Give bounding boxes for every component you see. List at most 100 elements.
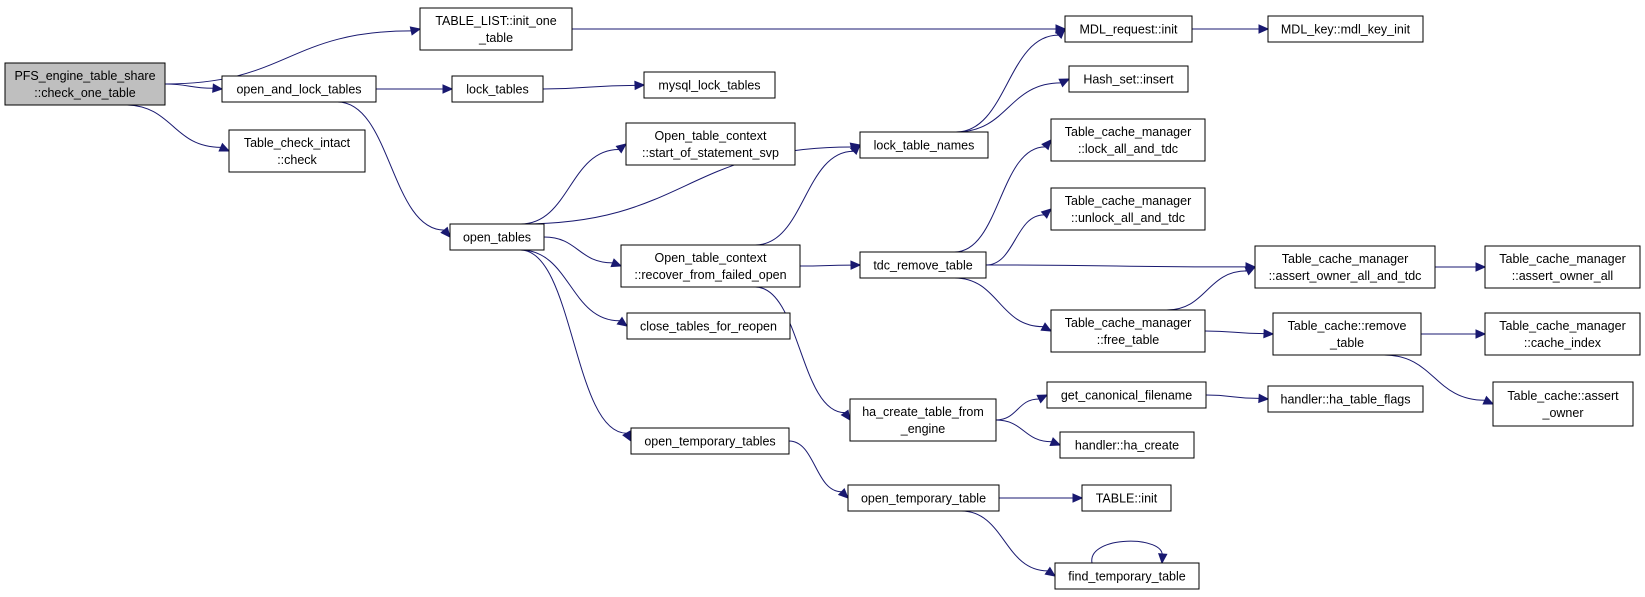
edge-open-temporary-table-to-find-temporary-table xyxy=(961,510,1048,572)
edge-recover-from-failed-open-to-ha-create-table-from-engine xyxy=(755,286,845,414)
edge-tdc-remove-table-to-lock-all-and-tdc xyxy=(954,146,1046,253)
node-ha-create-table-from-engine[interactable]: ha_create_table_from_engine xyxy=(849,398,997,442)
node-box xyxy=(625,122,796,166)
node-box xyxy=(626,312,791,340)
edge-open-tables-to-start-of-statement-svp-arrowhead xyxy=(615,143,627,154)
node-lock-table-names[interactable]: lock_table_names xyxy=(859,131,989,159)
node-label: MDL_key::mdl_key_init xyxy=(1281,23,1411,37)
node-box xyxy=(1081,484,1172,512)
node-box xyxy=(849,398,997,442)
node-find-temporary-table[interactable]: find_temporary_table xyxy=(1054,562,1200,590)
edge-open-tables-to-close-tables-for-reopen xyxy=(520,249,620,322)
node-cache-index[interactable]: Table_cache_manager::cache_index xyxy=(1484,312,1641,356)
node-label: _table xyxy=(1329,336,1364,350)
edge-cache-remove-table-to-cache-index-arrowhead xyxy=(1475,329,1487,339)
node-lock-all-and-tdc[interactable]: Table_cache_manager::lock_all_and_tdc xyxy=(1050,118,1206,162)
edge-cache-remove-table-to-assert-owner xyxy=(1383,354,1485,401)
node-mdl-request-init[interactable]: MDL_request::init xyxy=(1064,15,1193,43)
edge-ha-create-table-from-engine-to-ha-create-arrowhead xyxy=(1049,437,1062,446)
edge-recover-from-failed-open-to-ha-create-table-from-engine-arrowhead xyxy=(840,409,851,422)
node-free-table[interactable]: Table_cache_manager::free_table xyxy=(1050,309,1206,353)
node-start-of-statement-svp[interactable]: Open_table_context::start_of_statement_s… xyxy=(625,122,796,166)
node-label: ::unlock_all_and_tdc xyxy=(1071,211,1185,225)
node-init-one-table[interactable]: TABLE_LIST::init_one_table xyxy=(419,7,573,51)
edge-tdc-remove-table-to-free-table-arrowhead xyxy=(1040,322,1053,332)
edge-free-table-to-assert-owner-all-and-tdc-arrowhead xyxy=(1244,266,1257,276)
edge-tdc-remove-table-to-unlock-all-and-tdc-arrowhead xyxy=(1040,208,1052,219)
node-label: find_temporary_table xyxy=(1068,570,1185,584)
node-assert-owner-all[interactable]: Table_cache_manager::assert_owner_all xyxy=(1484,245,1641,289)
node-label: open_temporary_table xyxy=(861,492,986,506)
node-label: Table_cache_manager xyxy=(1499,252,1625,266)
edge-mdl-request-init-to-mdl-key-init-arrowhead xyxy=(1258,24,1270,34)
node-unlock-all-and-tdc[interactable]: Table_cache_manager::unlock_all_and_tdc xyxy=(1050,187,1206,231)
edge-tdc-remove-table-to-unlock-all-and-tdc xyxy=(985,214,1045,266)
node-open-tables[interactable]: open_tables xyxy=(449,223,545,251)
node-label: Open_table_context xyxy=(655,129,767,143)
node-label: open_tables xyxy=(463,231,531,245)
node-label: open_and_lock_tables xyxy=(236,83,361,97)
edge-free-table-to-cache-remove-table-arrowhead xyxy=(1263,328,1275,339)
edge-open-and-lock-tables-to-lock-tables-arrowhead xyxy=(442,84,454,94)
node-label: mysql_lock_tables xyxy=(658,79,760,93)
call-edges xyxy=(124,24,1495,577)
node-label: ::assert_owner_all xyxy=(1512,269,1613,283)
node-box xyxy=(859,131,989,159)
edge-find-temporary-table-to-find-temporary-table-arrowhead xyxy=(1158,553,1168,565)
edge-root-to-open-and-lock-tables-arrowhead xyxy=(212,83,224,93)
node-recover-from-failed-open[interactable]: Open_table_context::recover_from_failed_… xyxy=(620,244,801,288)
node-label: Table_cache_manager xyxy=(1499,319,1625,333)
node-hash-set-insert[interactable]: Hash_set::insert xyxy=(1068,65,1189,93)
node-mysql-lock-tables[interactable]: mysql_lock_tables xyxy=(643,71,776,99)
node-open-and-lock-tables[interactable]: open_and_lock_tables xyxy=(221,75,377,103)
node-ha-table-flags[interactable]: handler::ha_table_flags xyxy=(1267,385,1424,413)
node-assert-owner-all-and-tdc[interactable]: Table_cache_manager::assert_owner_all_an… xyxy=(1254,245,1436,289)
node-label: TABLE::init xyxy=(1096,492,1158,506)
node-box xyxy=(1046,381,1207,409)
node-close-tables-for-reopen[interactable]: close_tables_for_reopen xyxy=(626,312,791,340)
node-open-temporary-table[interactable]: open_temporary_table xyxy=(847,484,1000,512)
node-label: Table_cache::assert xyxy=(1507,389,1619,403)
edge-find-temporary-table-to-find-temporary-table xyxy=(1091,540,1163,564)
node-box xyxy=(451,75,544,103)
edge-ha-create-table-from-engine-to-get-canonical-filename-arrowhead xyxy=(1036,394,1049,404)
node-ha-create[interactable]: handler::ha_create xyxy=(1059,431,1195,459)
node-open-temporary-tables[interactable]: open_temporary_tables xyxy=(630,427,790,455)
node-table-check-intact[interactable]: Table_check_intact::check xyxy=(228,129,366,173)
node-label: lock_table_names xyxy=(874,139,975,153)
node-label: _owner xyxy=(1542,406,1584,420)
node-cache-remove-table[interactable]: Table_cache::remove_table xyxy=(1272,312,1422,356)
edge-open-temporary-table-to-find-temporary-table-arrowhead xyxy=(1044,566,1057,577)
node-box xyxy=(859,251,987,279)
node-assert-owner[interactable]: Table_cache::assert_owner xyxy=(1492,381,1634,427)
node-box xyxy=(1064,15,1193,43)
node-root[interactable]: PFS_engine_table_share::check_one_table xyxy=(4,62,166,106)
node-label: PFS_engine_table_share xyxy=(14,69,155,83)
edge-root-to-init-one-table xyxy=(164,30,412,85)
edge-assert-owner-all-and-tdc-to-assert-owner-all-arrowhead xyxy=(1475,262,1487,272)
edge-root-to-init-one-table-arrowhead xyxy=(409,26,422,36)
node-label: Table_cache_manager xyxy=(1282,252,1408,266)
node-box xyxy=(1484,245,1641,289)
edge-get-canonical-filename-to-ha-table-flags xyxy=(1205,394,1260,399)
edge-root-to-table-check-intact-arrowhead xyxy=(218,142,231,152)
node-box xyxy=(620,244,801,288)
edge-open-and-lock-tables-to-open-tables-arrowhead xyxy=(440,226,451,238)
node-mdl-key-init[interactable]: MDL_key::mdl_key_init xyxy=(1267,15,1424,43)
edge-get-canonical-filename-to-ha-table-flags-arrowhead xyxy=(1258,393,1270,404)
node-box xyxy=(1267,15,1424,43)
node-box xyxy=(228,129,366,173)
node-label: MDL_request::init xyxy=(1080,23,1178,37)
node-label: lock_tables xyxy=(466,83,529,97)
node-lock-tables[interactable]: lock_tables xyxy=(451,75,544,103)
edge-free-table-to-cache-remove-table xyxy=(1204,330,1265,335)
node-box xyxy=(630,427,790,455)
node-box xyxy=(1050,118,1206,162)
node-tdc-remove-table[interactable]: tdc_remove_table xyxy=(859,251,987,279)
node-get-canonical-filename[interactable]: get_canonical_filename xyxy=(1046,381,1207,409)
edge-lock-tables-to-mysql-lock-tables-arrowhead xyxy=(634,80,646,91)
node-table-init[interactable]: TABLE::init xyxy=(1081,484,1172,512)
edge-tdc-remove-table-to-lock-all-and-tdc-arrowhead xyxy=(1041,139,1052,151)
edge-open-temporary-tables-to-open-temporary-table xyxy=(788,440,842,493)
node-box xyxy=(1054,562,1200,590)
